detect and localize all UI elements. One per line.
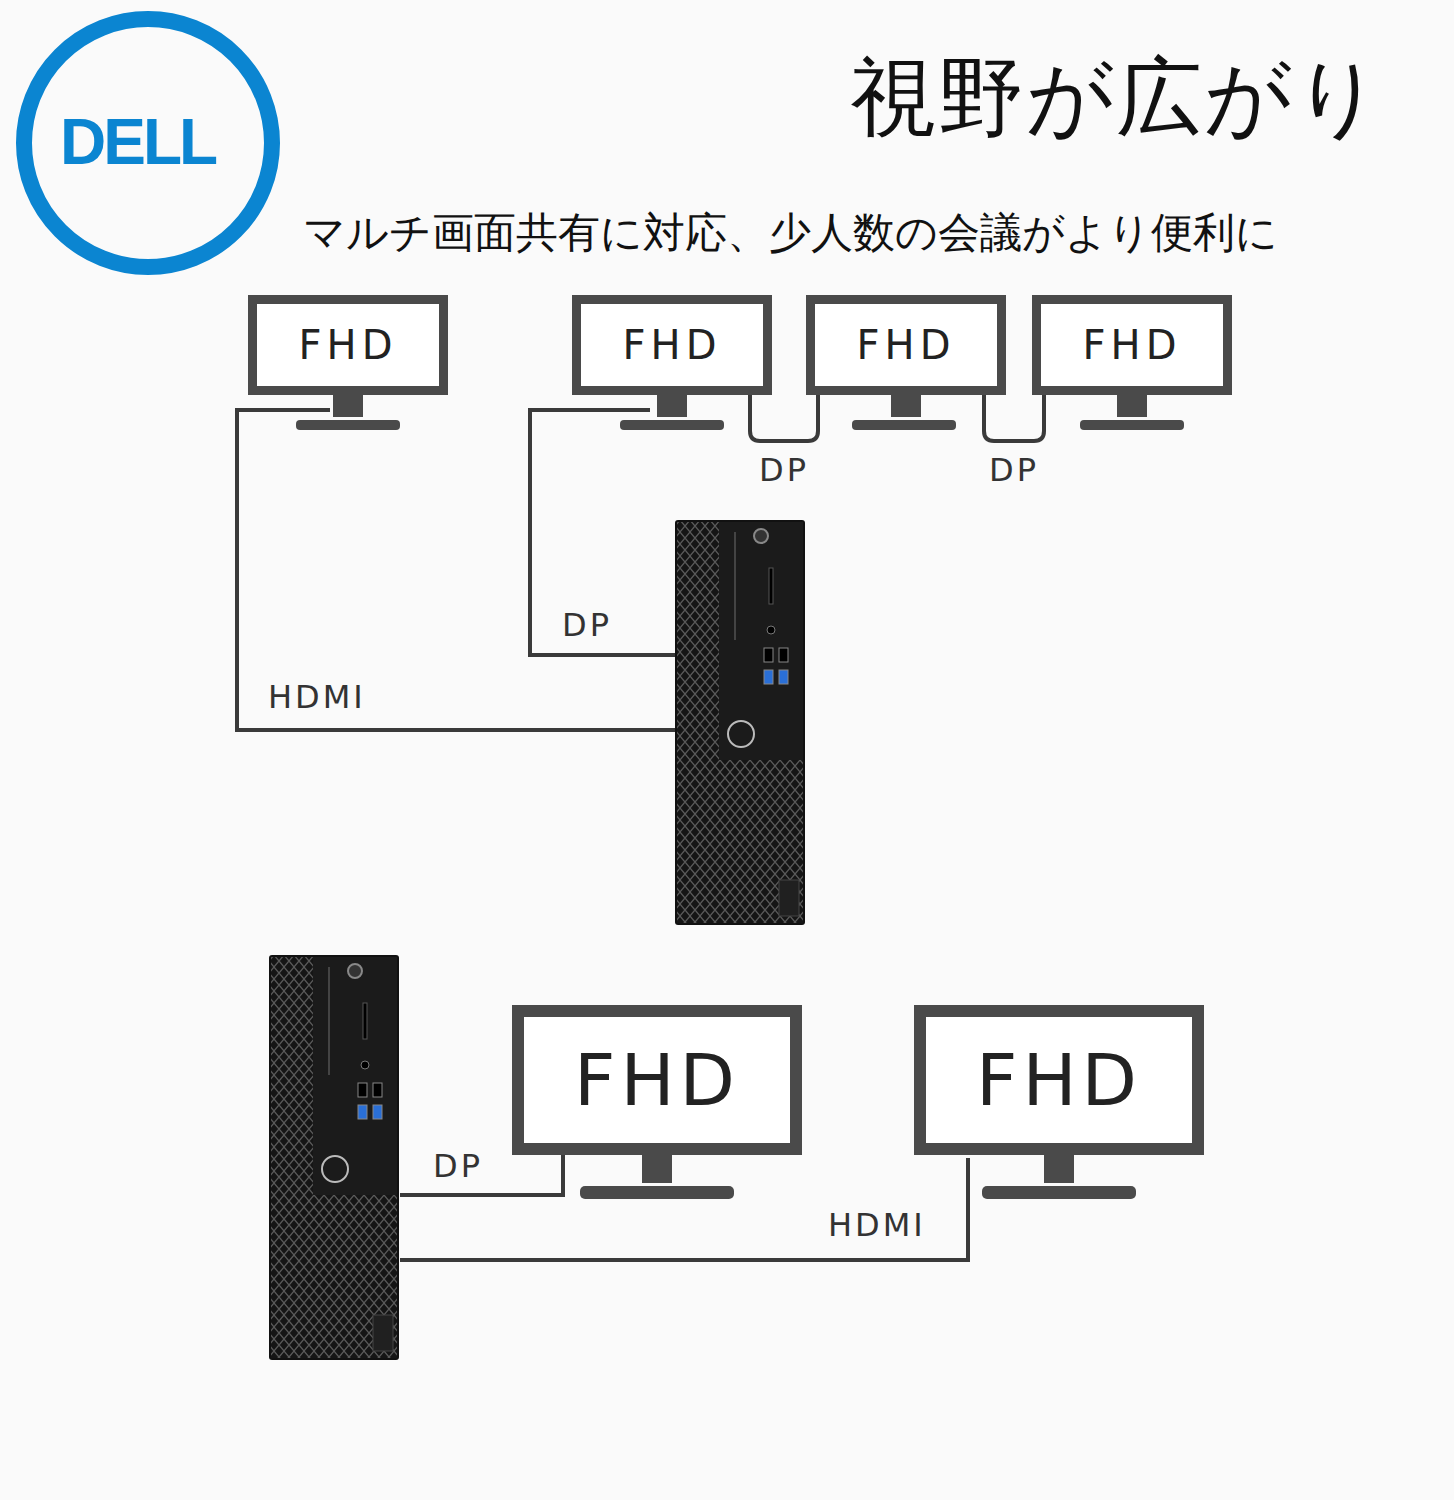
monitor-screen: FHD: [806, 295, 1006, 395]
monitor-screen: FHD: [512, 1005, 802, 1155]
desktop-pc: [675, 520, 805, 925]
screen-label: FHD: [976, 1038, 1142, 1122]
dp-cable: [750, 395, 818, 441]
monitor-screen: FHD: [572, 295, 772, 395]
monitor-screen: FHD: [914, 1005, 1204, 1155]
port-label: DP: [562, 606, 612, 644]
screen-label: FHD: [623, 322, 722, 368]
port-label: HDMI: [268, 678, 366, 716]
port-label: HDMI: [828, 1206, 926, 1244]
logo-ring: [24, 19, 272, 267]
screen-label: FHD: [299, 322, 398, 368]
screen-label: FHD: [857, 322, 956, 368]
port-label: DP: [759, 451, 809, 489]
dp-cable: [984, 395, 1044, 441]
screen-label: FHD: [1083, 322, 1182, 368]
monitor-screen: FHD: [248, 295, 448, 395]
title: 視野が広がり: [850, 40, 1384, 157]
brand-logo: DELL: [60, 105, 215, 179]
desktop-pc: [269, 955, 399, 1360]
port-label: DP: [989, 451, 1039, 489]
port-label: DP: [433, 1147, 483, 1185]
monitor-screen: FHD: [1032, 295, 1232, 395]
subtitle: マルチ画面共有に対応、少人数の会議がより便利に: [303, 205, 1278, 261]
monitor-stand: [296, 395, 1184, 1199]
screen-label: FHD: [574, 1038, 740, 1122]
